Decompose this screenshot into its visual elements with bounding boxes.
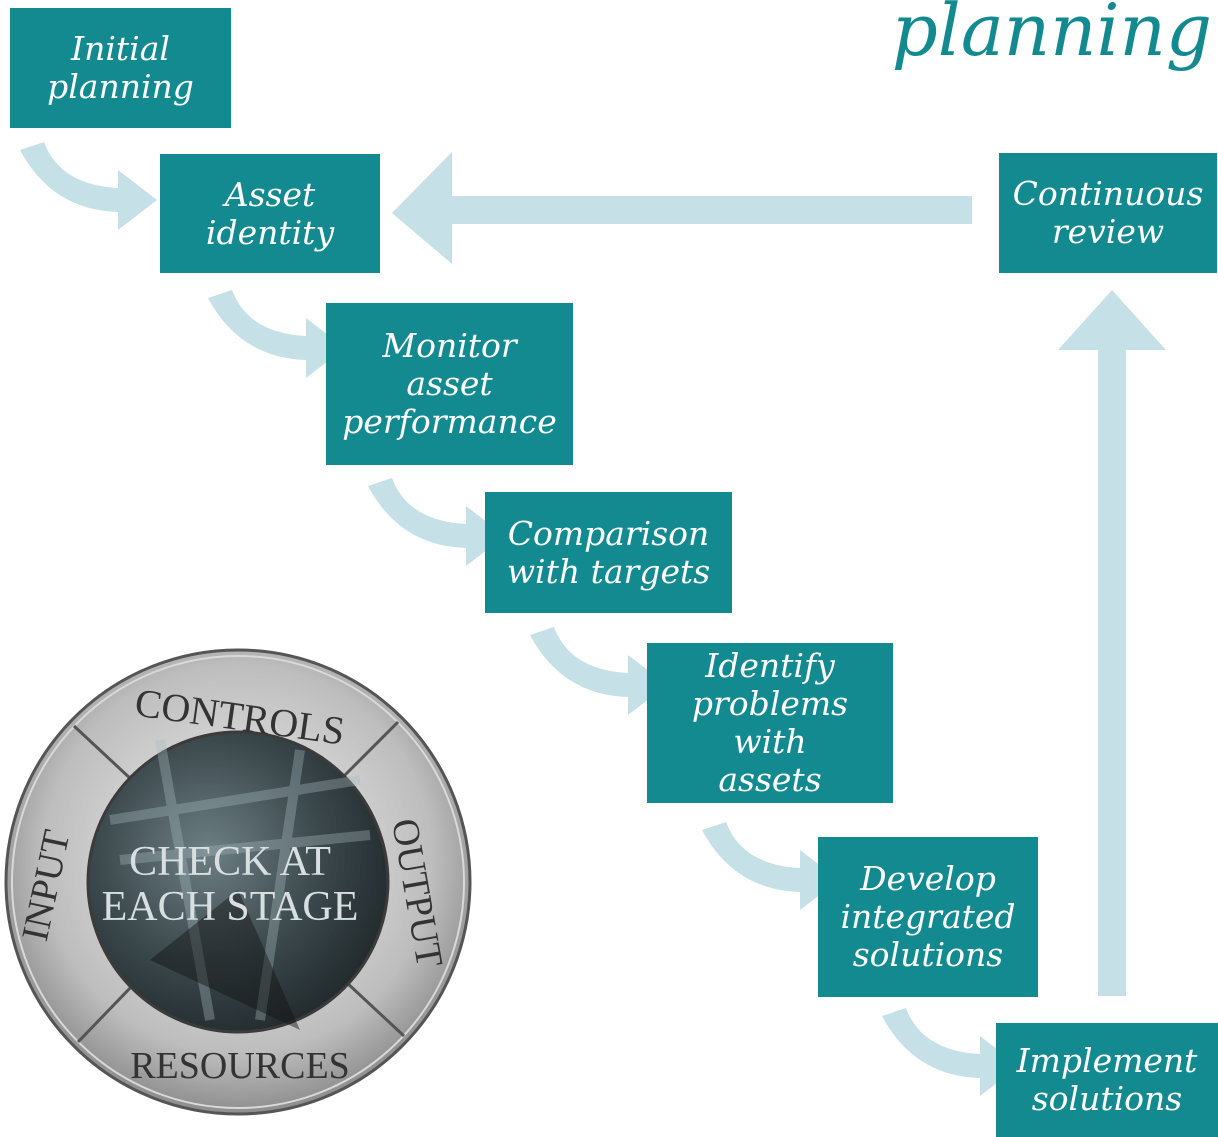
stage-continuous-review: Continuous review [999, 153, 1217, 273]
stage-asset-identity: Asset identity [160, 154, 380, 273]
curved-arrow-6 [882, 1008, 1019, 1096]
ring-label-resources: RESOURCES [130, 1045, 350, 1087]
page-title: planning [891, 0, 1212, 72]
stage-initial-planning: Initial planning [10, 8, 231, 128]
stage-develop-integrated-solutions: Develop integrated solutions [818, 837, 1038, 997]
stage-comparison-with-targets: Comparison with targets [485, 492, 732, 613]
stage-implement-solutions: Implement solutions [996, 1023, 1218, 1137]
up-arrow [1058, 290, 1166, 996]
badge-center-line2: EACH STAGE [102, 884, 359, 930]
curved-arrow-2 [208, 290, 345, 378]
check-at-each-stage-badge: CONTROLS OUTPUT RESOURCES INPUT CHECK AT… [0, 630, 480, 1130]
stage-monitor-asset-performance: Monitor asset performance [326, 303, 573, 465]
badge-graphic: CONTROLS OUTPUT RESOURCES INPUT CHECK AT… [4, 648, 472, 1116]
curved-arrow-5 [702, 822, 839, 910]
stage-identify-problems: Identify problems with assets [647, 643, 893, 803]
curved-arrow-1 [20, 142, 157, 230]
curved-arrow-3 [368, 478, 505, 566]
left-arrow [392, 152, 972, 264]
badge-inner-disc [86, 730, 390, 1034]
curved-arrow-4 [530, 627, 667, 715]
badge-center-line1: CHECK AT [129, 839, 331, 885]
